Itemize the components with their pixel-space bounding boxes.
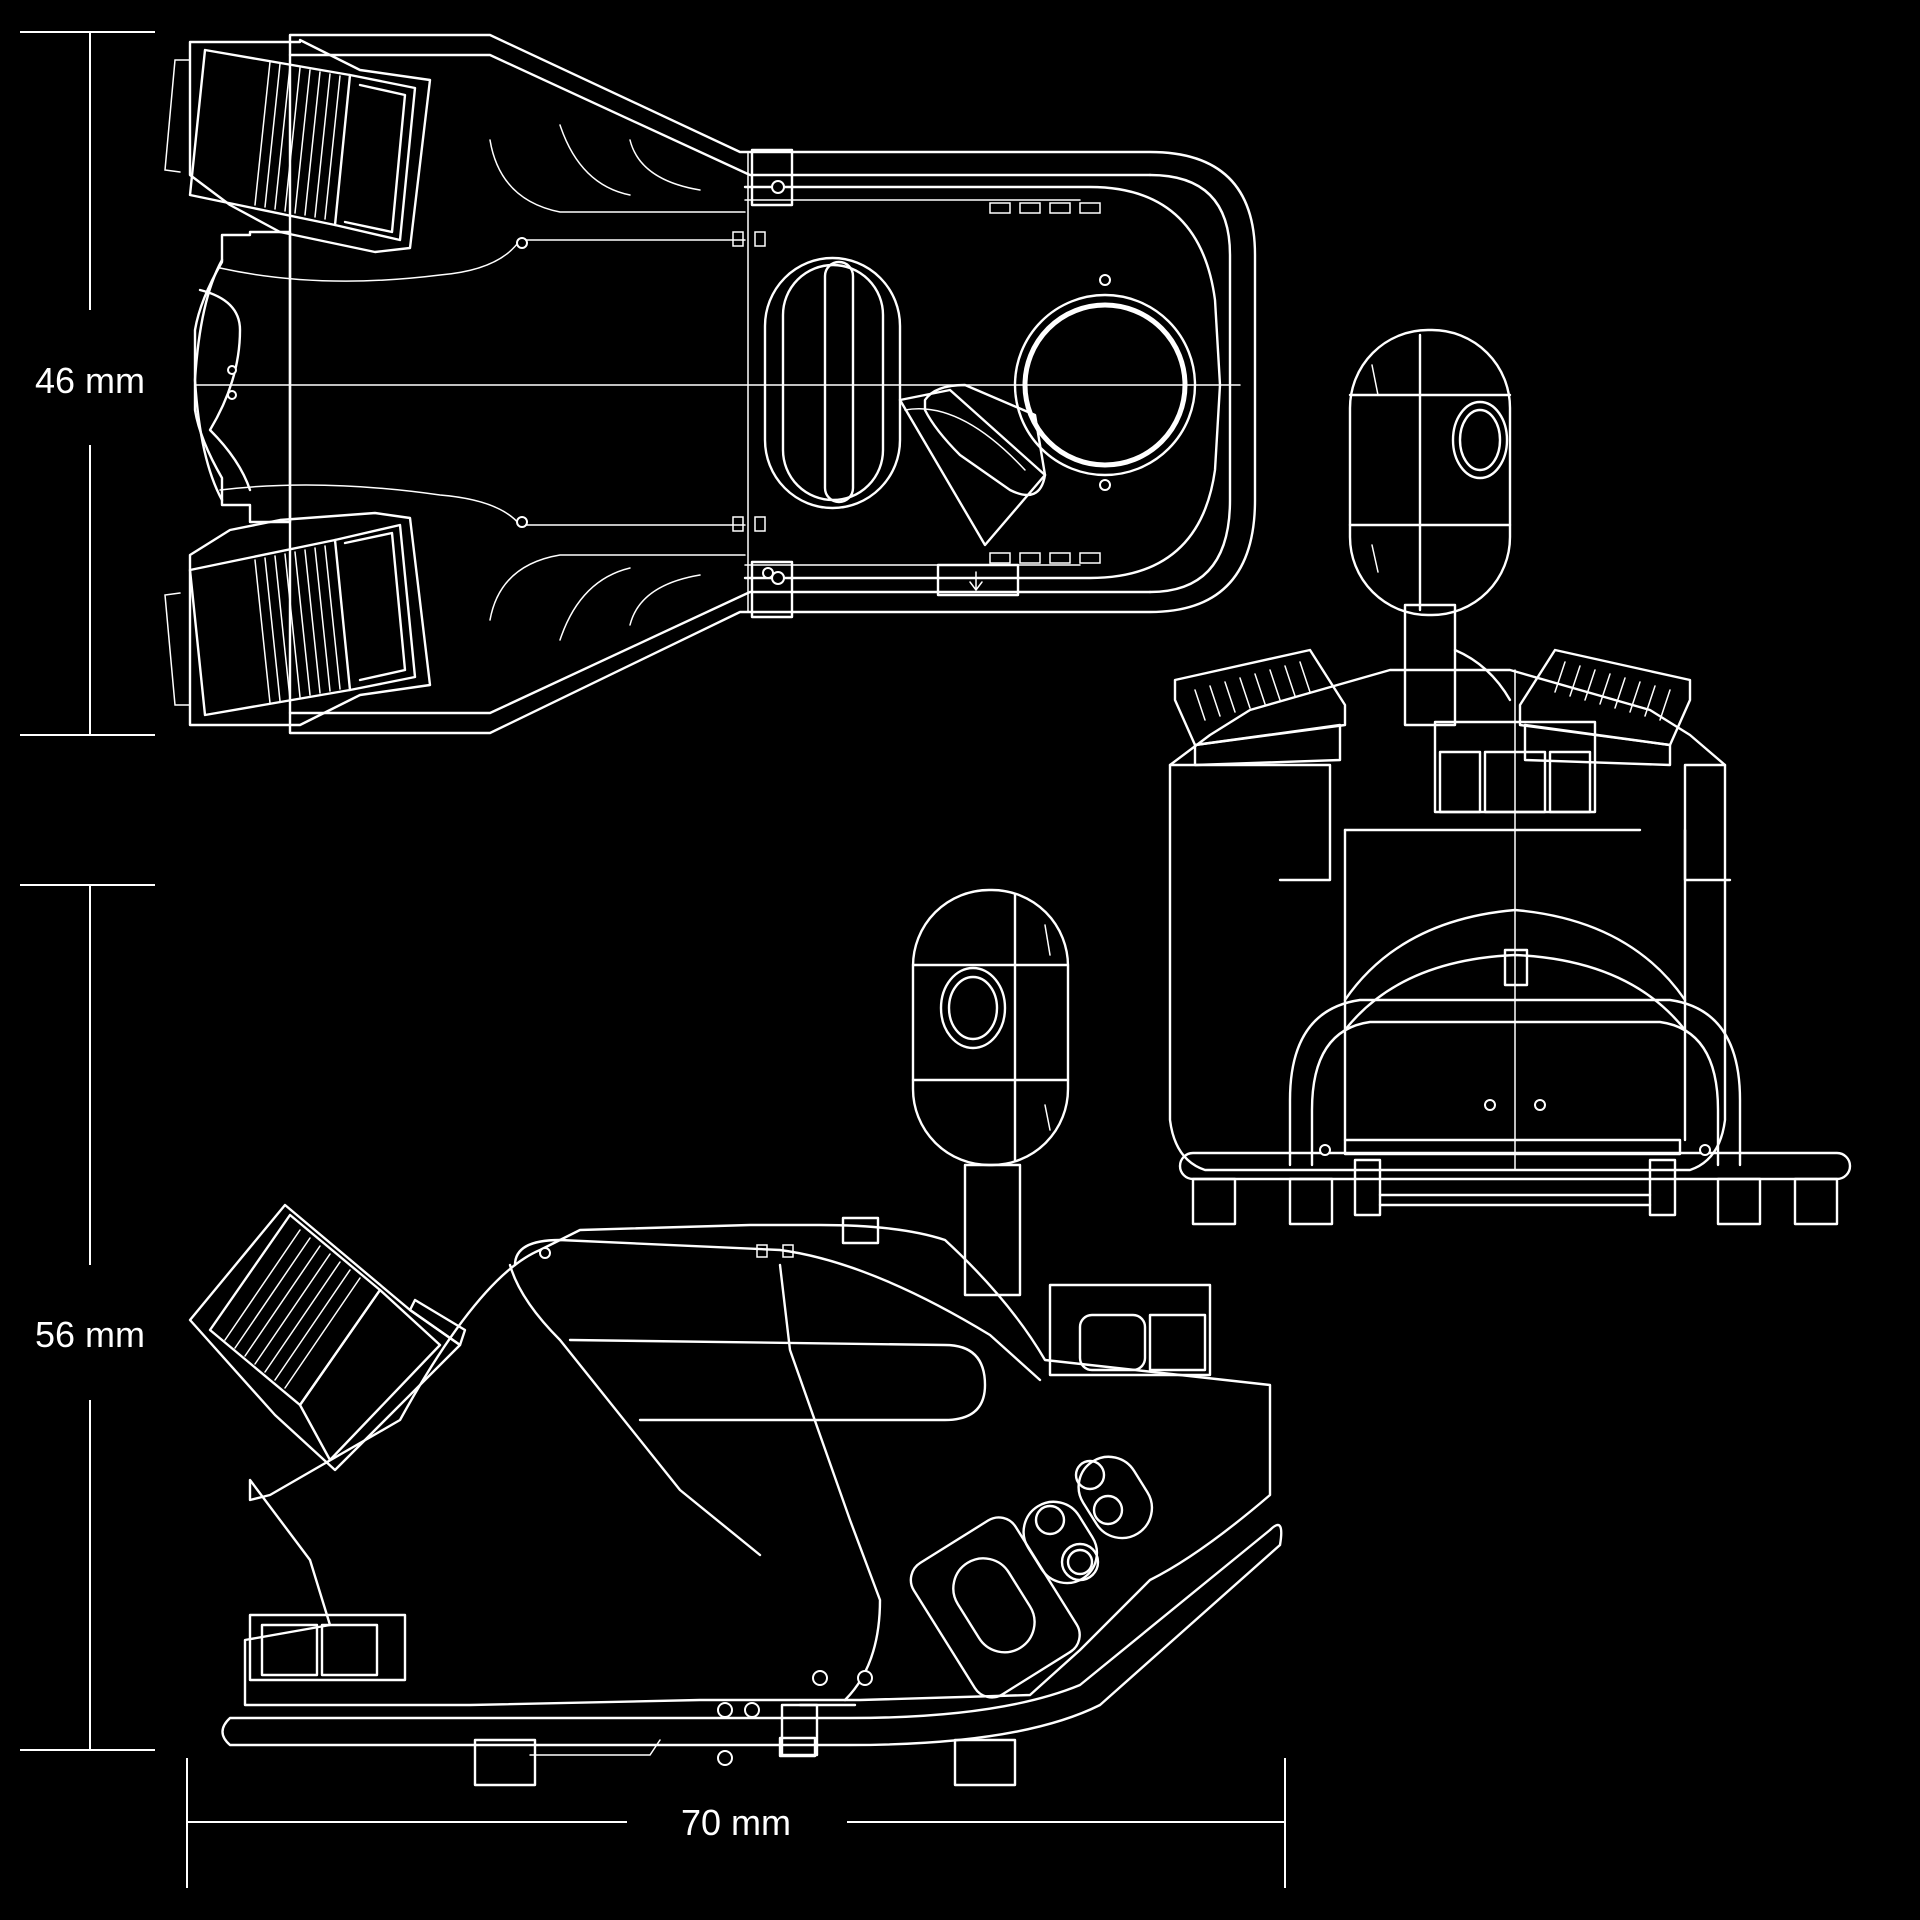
side-view-controls [909, 1455, 1154, 1699]
radiator-module-lower [164, 511, 432, 727]
side-radiator-module [188, 1203, 467, 1472]
top-view [164, 33, 1257, 735]
top-view-edge-ticks [989, 202, 1101, 564]
dimension-label-46mm: 46 mm [35, 360, 145, 401]
dimension-top-view-width: 46 mm [20, 31, 155, 736]
radiator-module-upper [164, 38, 432, 254]
dimension-label-56mm: 56 mm [35, 1314, 145, 1355]
dimension-side-view-length: 70 mm [186, 1758, 1286, 1888]
side-view [188, 888, 1283, 1787]
front-radiator-right [1518, 648, 1692, 767]
front-radiator-left [1173, 648, 1347, 767]
dimension-side-view-height: 56 mm [20, 884, 155, 1751]
front-view [1168, 328, 1852, 1226]
dimension-label-70mm: 70 mm [681, 1802, 791, 1843]
